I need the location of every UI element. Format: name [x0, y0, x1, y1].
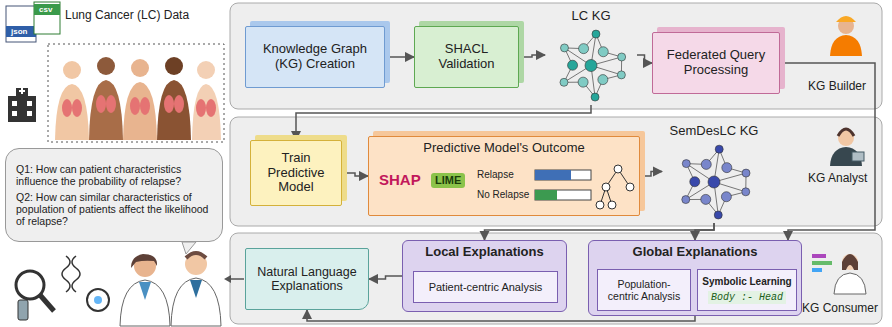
connector-arrow — [385, 56, 414, 58]
connector-arrow — [296, 105, 591, 140]
connector-arrow — [640, 172, 662, 177]
graph-illustration — [545, 26, 637, 105]
consumer-band — [230, 233, 882, 324]
node-title: SemDesLC KG — [670, 124, 759, 139]
data-title: Lung Cancer (LC) Data — [65, 9, 189, 22]
graph-illustration — [662, 141, 766, 223]
outcome-box: Predictive Model's OutcomeSHAP LIME Relaps… — [368, 136, 640, 216]
consumer-person — [812, 254, 866, 294]
file-type: csv — [39, 6, 52, 15]
role-label: KG Analyst — [808, 172, 867, 185]
doctors-illustration — [120, 253, 221, 326]
node-text: No Relapse — [477, 189, 529, 201]
node-title: Symbolic Learning — [702, 276, 791, 288]
symbolic-box: Symbolic LearningBody :- Head — [697, 269, 797, 311]
hospital-icon — [8, 88, 36, 122]
patients-illustration — [48, 44, 224, 142]
connector-arrow — [369, 276, 402, 279]
node-title: Knowledge Graph (KG) Creation — [251, 42, 379, 72]
connector-arrow — [519, 55, 545, 57]
node-title: Patient-centric Analysis — [429, 281, 543, 294]
node-text: LIME — [431, 173, 465, 188]
process-box: Train Predictive Model — [250, 140, 342, 206]
node-text: Q2: How can similar characteristics of p… — [16, 191, 212, 227]
node-title: Local Explanations — [425, 245, 543, 260]
knowledge-graph: SemDesLC KG — [662, 120, 766, 223]
explanation-panel: Local ExplanationsPatient-centric Analys… — [402, 240, 567, 312]
builder-band — [230, 3, 882, 109]
connector-arrow — [695, 223, 714, 240]
builder-person — [830, 16, 862, 56]
analyst-band — [230, 117, 882, 226]
process-box: Federated Query Processing — [652, 32, 780, 94]
node-title: Q1: How can patient characteristics infl… — [16, 163, 212, 187]
to-doctors-arrow — [224, 275, 244, 283]
node-text: SHAP — [379, 171, 421, 188]
explanation-panel: Global ExplanationsPopulation-centric An… — [588, 240, 802, 316]
node-title: LC KG — [571, 9, 610, 24]
node-title: Predictive Model's Outcome — [423, 141, 584, 156]
node-title: Global Explanations — [633, 245, 758, 260]
connector-arrow — [342, 173, 368, 176]
node-title: Federated Query Processing — [658, 48, 774, 78]
file-type: json — [11, 28, 27, 37]
document-box: Natural Language Explanations — [245, 248, 369, 310]
analysis-box: Population-centric Analysis — [597, 269, 691, 311]
role-label: KG Consumer — [802, 302, 878, 315]
node-title: SHACL Validation — [420, 42, 513, 72]
role-label: KG Builder — [808, 80, 866, 93]
connector-arrow — [485, 223, 715, 240]
node-text: Relapse — [477, 169, 514, 181]
research-icons — [16, 256, 109, 320]
node-title: Population-centric Analysis — [603, 278, 685, 302]
node-text: Body :- Head — [708, 291, 786, 305]
analyst-person — [830, 129, 864, 166]
node-title: Train Predictive Model — [256, 151, 336, 196]
node-title: Natural Language Explanations — [251, 265, 363, 294]
process-box: SHACL Validation — [414, 26, 519, 88]
question-bubble: Q1: How can patient characteristics infl… — [5, 148, 223, 242]
knowledge-graph: LC KG — [545, 5, 637, 105]
analysis-box: Patient-centric Analysis — [413, 271, 558, 303]
process-box: Knowledge Graph (KG) Creation — [245, 26, 385, 88]
connector-arrow — [780, 63, 875, 240]
connector-arrow — [637, 55, 652, 63]
file-icons — [6, 2, 60, 42]
